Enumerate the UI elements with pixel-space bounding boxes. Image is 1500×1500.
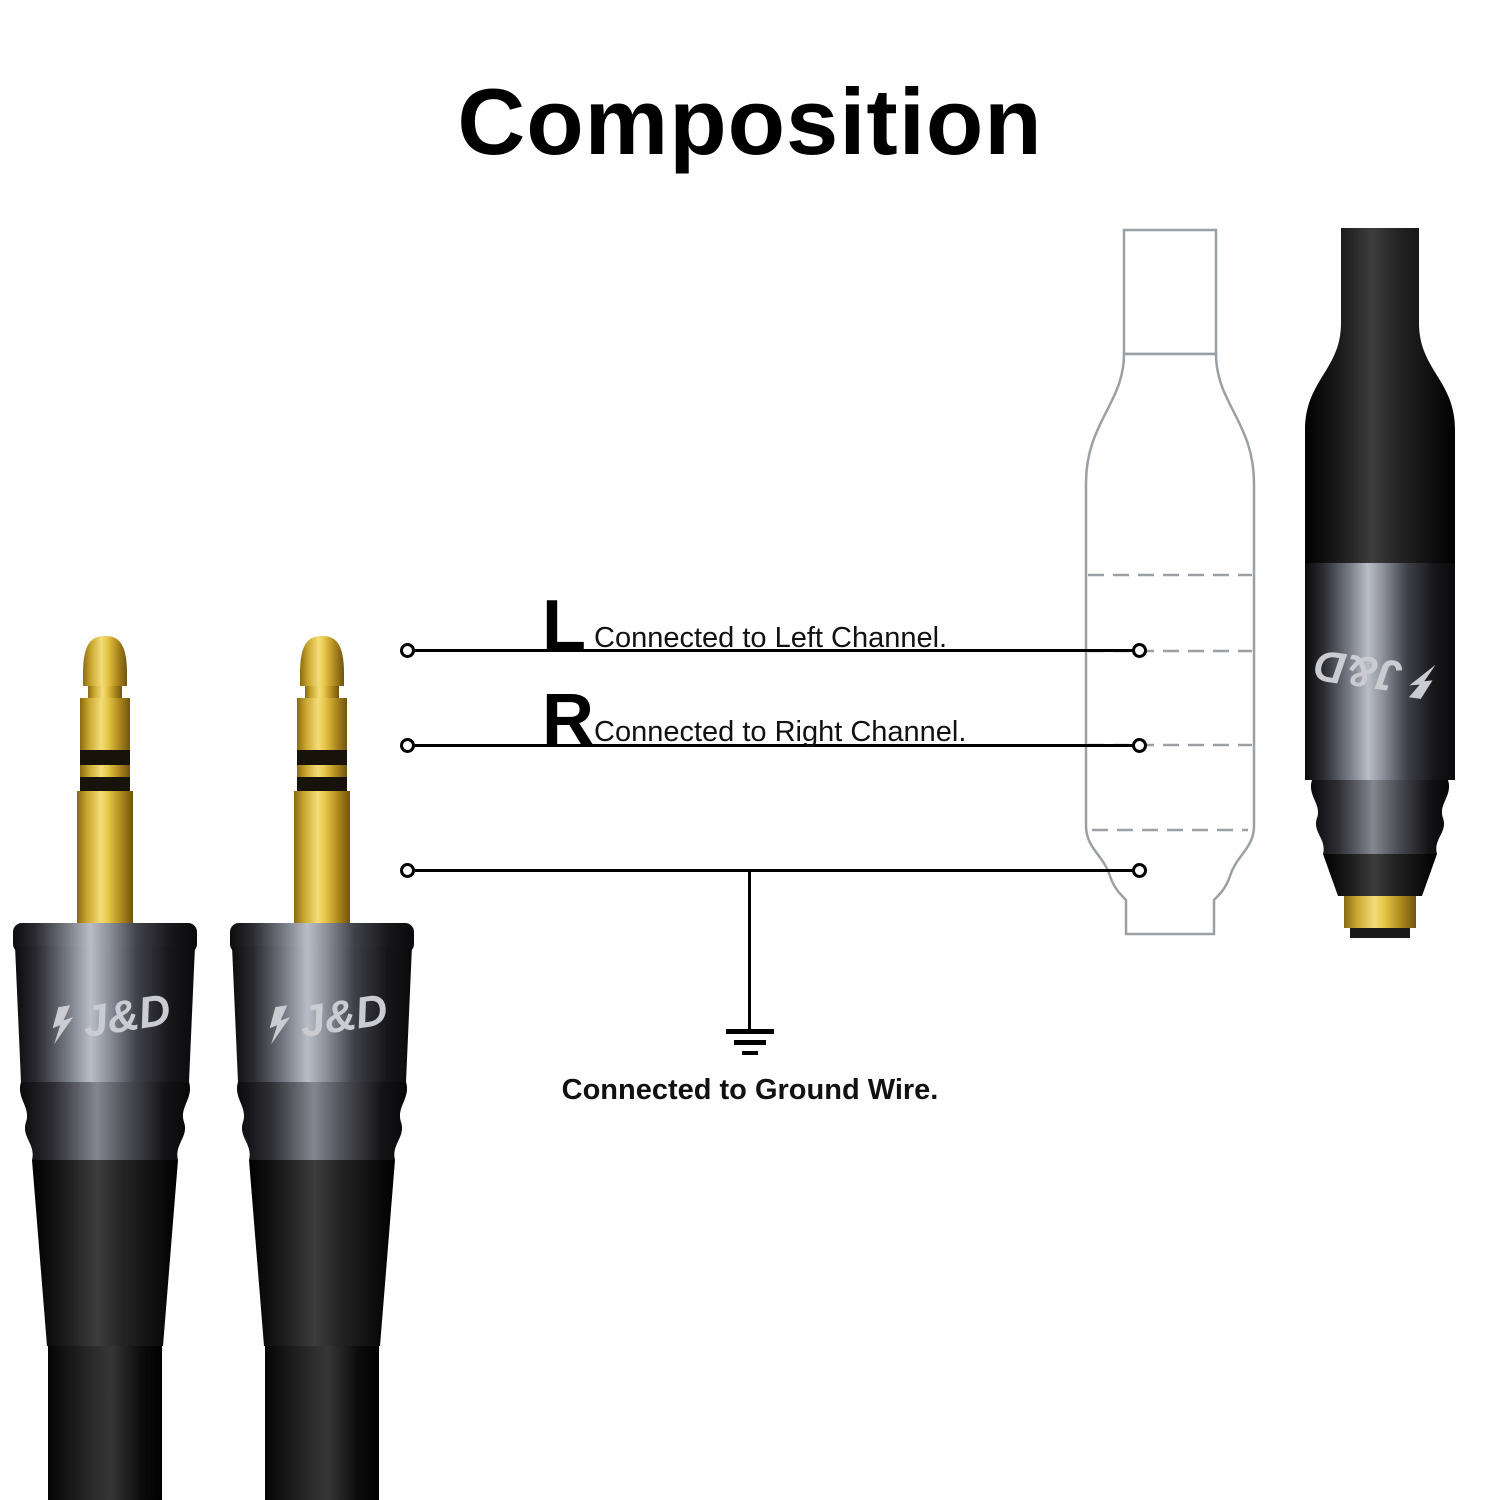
left-channel-terminal-left xyxy=(400,643,415,658)
left-channel-wire xyxy=(415,649,1133,652)
audio-connector-female: J&D xyxy=(1305,228,1455,938)
brand-logo: J&D xyxy=(1311,640,1436,701)
lightning-bolt-icon xyxy=(1408,664,1436,699)
page-title: Composition xyxy=(457,69,1043,174)
left-channel-label: L xyxy=(542,586,586,666)
left-channel-terminal-right xyxy=(1132,643,1147,658)
right-channel-description: Connected to Right Channel. xyxy=(594,716,967,748)
ground-description: Connected to Ground Wire. xyxy=(561,1074,939,1106)
audio-plug-male-1: J&D xyxy=(13,636,197,1500)
connector-brand-label: J&D xyxy=(1311,640,1405,701)
left-channel-description: Connected to Left Channel. xyxy=(594,622,948,654)
lightning-bolt-icon xyxy=(52,1005,74,1045)
right-channel-terminal-right xyxy=(1132,738,1147,753)
brand-logo: J&D xyxy=(52,985,174,1047)
ground-wire xyxy=(415,869,1133,872)
ground-drop-wire xyxy=(748,871,751,1029)
connector-outline-drawing xyxy=(1084,228,1256,936)
ground-terminal-left xyxy=(400,863,415,878)
right-channel-wire xyxy=(415,744,1133,747)
audio-plug-male-2: J&D xyxy=(230,636,414,1500)
lightning-bolt-icon xyxy=(269,1005,291,1045)
ground-terminal-right xyxy=(1132,863,1147,878)
right-channel-terminal-left xyxy=(400,738,415,753)
right-channel-label: R xyxy=(542,680,594,760)
